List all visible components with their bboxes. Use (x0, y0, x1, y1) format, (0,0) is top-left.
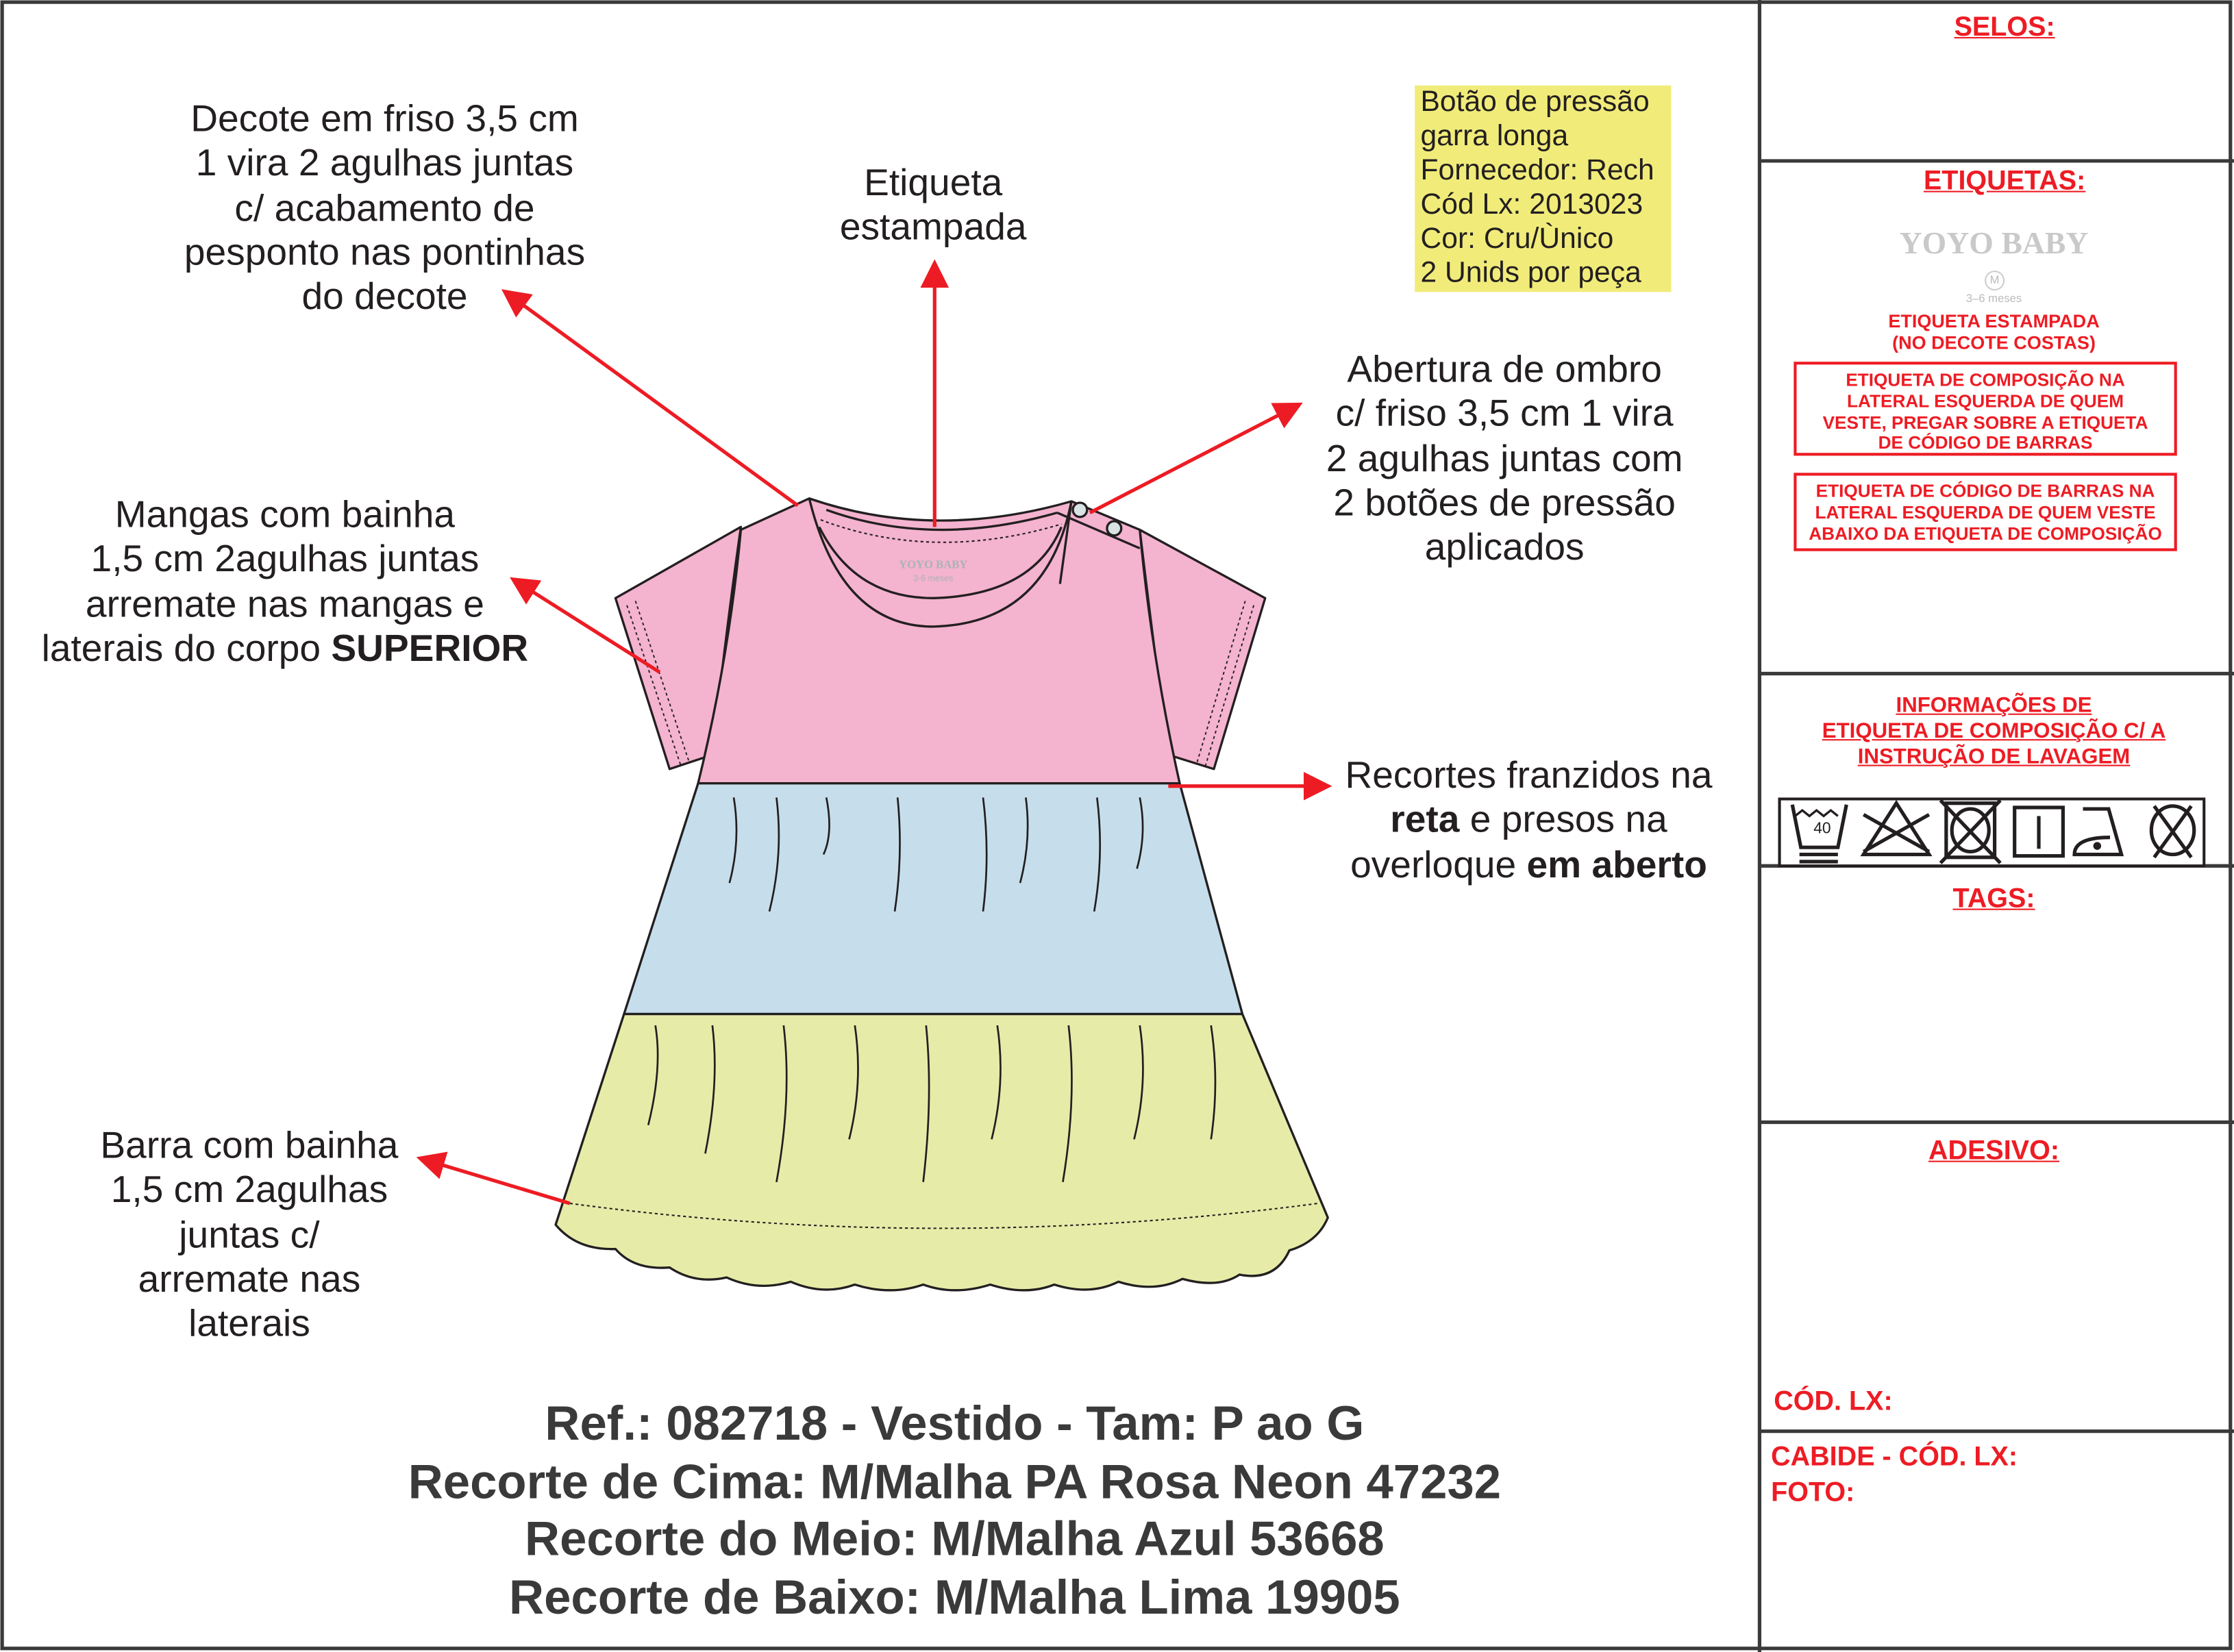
note-line: Abertura de ombro (1347, 347, 1662, 390)
dress-drawing (554, 497, 1329, 1292)
note-line: estampada (839, 205, 1027, 249)
note-line: overloque em aberto (1329, 842, 1728, 887)
wash-40-icon (1790, 804, 1848, 864)
note-decote: Decote em friso 3,5 cm 1 vira 2 agulhas … (171, 97, 599, 319)
note-line: arremate nas mangas e (85, 581, 484, 625)
note-line: 1 vira 2 agulhas juntas (195, 141, 574, 184)
note-line: INFORMAÇÕES DE (1896, 693, 2092, 718)
foto-label: FOTO: (1771, 1478, 1855, 1508)
note-line: INSTRUÇÃO DE LAVAGEM (1857, 744, 2131, 769)
note-line: ETIQUETA DE CÓDIGO DE BARRAS NA (1815, 481, 2155, 501)
age-range: 3–6 meses (1965, 292, 2022, 305)
note-line: 1,5 cm 2agulhas juntas (90, 537, 480, 580)
note-line: c/ acabamento de (234, 186, 535, 229)
note-line: LATERAL ESQUERDA DE QUEM VESTE (1815, 502, 2156, 523)
note-line: LATERAL ESQUERDA DE QUEM (1847, 391, 2124, 412)
barcode-label-box: ETIQUETA DE CÓDIGO DE BARRAS NA LATERAL … (1794, 473, 2177, 551)
spec-line: Botão de pressão (1420, 85, 1650, 118)
wash-symbols: 40 (1778, 797, 2206, 868)
spec-line: Cor: Cru/Ùnico (1420, 222, 1614, 255)
note-emphasis: SUPERIOR (331, 626, 529, 670)
spec-line: Cód Lx: 2013023 (1420, 188, 1643, 221)
spec-line: Fornecedor: Rech (1420, 153, 1654, 187)
note-line: ETIQUETA DE COMPOSIÇÃO NA (1846, 370, 2125, 390)
spec-top-fabric: Recorte de Cima: M/Malha PA Rosa Neon 47… (408, 1455, 1502, 1510)
etiquetas-heading: ETIQUETAS: (1923, 166, 2086, 197)
note-abertura: Abertura de ombro c/ friso 3,5 cm 1 vira… (1305, 347, 1704, 570)
note-text: e presos na (1459, 798, 1667, 841)
wash-info-heading: INFORMAÇÕES DE ETIQUETA DE COMPOSIÇÃO C/… (1763, 694, 2226, 771)
adesivo-heading: ADESIVO: (1928, 1136, 2060, 1166)
product-specs: Ref.: 082718 - Vestido - Tam: P ao G Rec… (0, 1396, 1909, 1627)
note-line: reta e presos na (1329, 798, 1728, 842)
snap-button-icon (1071, 501, 1089, 518)
note-line: Barra com bainha (100, 1123, 399, 1166)
brand-logo: YOYO BABY (1899, 225, 2089, 261)
skirt-lower-lime (554, 1012, 1329, 1292)
note-line: Decote em friso 3,5 cm (190, 97, 579, 140)
snap-button-spec-box: Botão de pressão garra longa Fornecedor:… (1415, 85, 1672, 292)
snap-button-icon (1106, 520, 1123, 537)
line-dry-icon (2013, 805, 2065, 858)
skirt-middle-blue (623, 781, 1244, 1016)
spec-line: 2 Unids por peça (1420, 256, 1641, 290)
no-tumble-dry-icon (1939, 799, 2002, 864)
note-line: aplicados (1424, 525, 1585, 569)
note-line: Recortes franzidos na (1345, 753, 1713, 797)
note-emphasis: reta (1390, 798, 1460, 841)
note-line: arremate nas (138, 1257, 361, 1301)
note-mangas: Mangas com bainha 1,5 cm 2agulhas juntas… (21, 492, 548, 671)
note-line: (NO DECOTE COSTAS) (1892, 331, 2096, 353)
neck-label-age: 3-6 meses (913, 573, 953, 583)
cabide-label: CABIDE - CÓD. LX: (1771, 1442, 2018, 1473)
note-line: DE CÓDIGO DE BARRAS (1878, 433, 2093, 454)
spec-line: garra longa (1420, 119, 1569, 153)
note-text: laterais do corpo (41, 626, 332, 670)
note-line: Etiqueta (864, 160, 1003, 204)
note-line: c/ friso 3,5 cm 1 vira (1335, 392, 1674, 435)
note-line: ABAIXO DA ETIQUETA DE COMPOSIÇÃO (1809, 523, 2162, 544)
note-emphasis: em aberto (1526, 842, 1707, 886)
iron-low-icon (2072, 807, 2124, 857)
note-line: 1,5 cm 2agulhas (110, 1168, 388, 1212)
no-bleach-icon (1860, 799, 1933, 857)
no-dry-clean-icon (2149, 804, 2196, 859)
note-line: 2 agulhas juntas com (1326, 436, 1683, 479)
selos-heading: SELOS: (1954, 12, 2055, 43)
note-line: 2 botões de pressão (1333, 481, 1676, 524)
note-line: ETIQUETA ESTAMPADA (1888, 310, 2100, 332)
size-badge: M (1985, 271, 2005, 291)
note-line: laterais do corpo SUPERIOR (21, 627, 548, 671)
bodice-pink (697, 497, 1181, 785)
composition-label-box: ETIQUETA DE COMPOSIÇÃO NA LATERAL ESQUER… (1794, 362, 2177, 456)
callout-arrows (416, 259, 1332, 1205)
spec-ref: Ref.: 082718 - Vestido - Tam: P ao G (545, 1397, 1365, 1451)
note-line: laterais (188, 1301, 310, 1345)
note-line: juntas c/ (179, 1212, 320, 1256)
note-line: pesponto nas pontinhas (184, 230, 586, 273)
note-text: overloque (1350, 842, 1527, 886)
printed-label-note: ETIQUETA ESTAMPADA (NO DECOTE COSTAS) (1763, 310, 2226, 353)
note-etiqueta: Etiqueta estampada (791, 161, 1076, 250)
tags-heading: TAGS: (1952, 884, 2035, 914)
note-line: do decote (301, 275, 468, 318)
note-line: ETIQUETA DE COMPOSIÇÃO C/ A (1822, 719, 2166, 744)
note-recortes: Recortes franzidos na reta e presos na o… (1329, 753, 1728, 887)
spec-middle-fabric: Recorte do Meio: M/Malha Azul 53668 (525, 1512, 1385, 1567)
spec-bottom-fabric: Recorte de Baixo: M/Malha Lima 19905 (509, 1570, 1400, 1625)
note-barra: Barra com bainha 1,5 cm 2agulhas juntas … (78, 1124, 420, 1347)
note-line: VESTE, PREGAR SOBRE A ETIQUETA (1822, 412, 2148, 433)
note-line: Mangas com bainha (114, 492, 456, 536)
wash-temp: 40 (1813, 818, 1830, 836)
cod-lx-label: CÓD. LX: (1774, 1387, 1893, 1417)
neck-label-brand: YOYO BABY (899, 558, 967, 571)
